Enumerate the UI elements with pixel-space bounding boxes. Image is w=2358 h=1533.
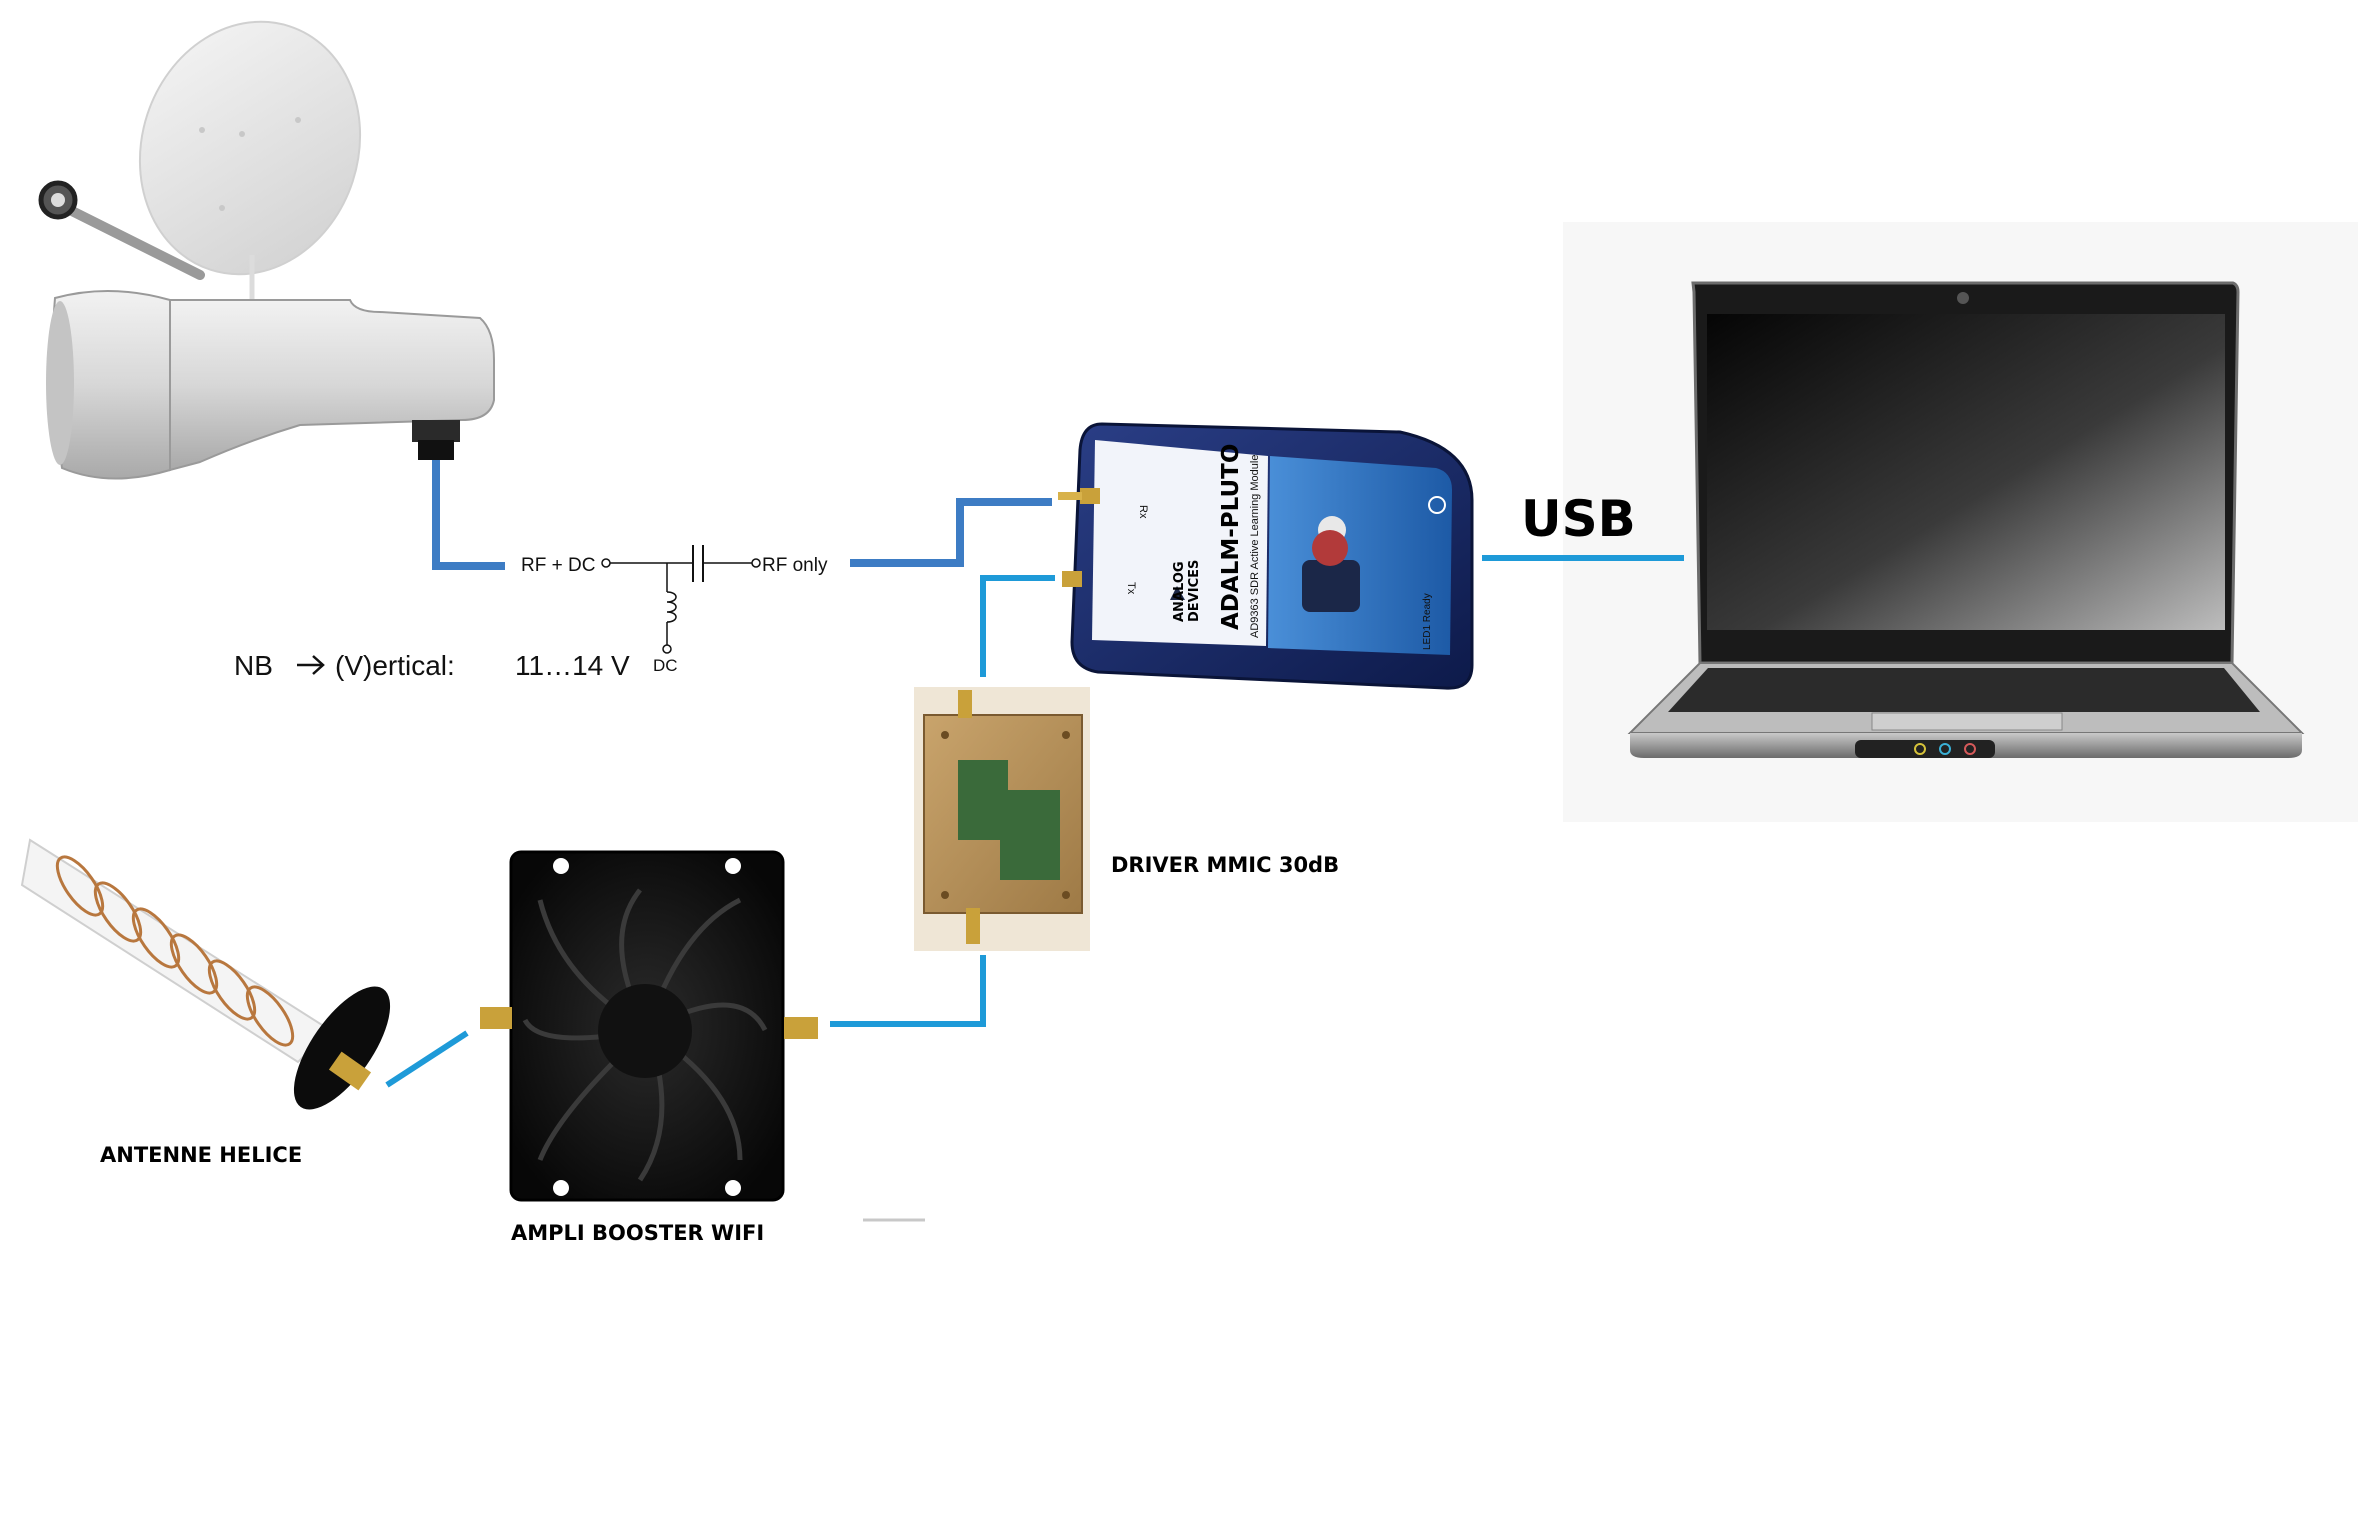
amplifier-label: AMPLI BOOSTER WIFI: [511, 1221, 764, 1245]
model-label: ADALM-PLUTO: [1218, 444, 1244, 630]
wire-bias-tee-to-rx: [850, 498, 1052, 567]
rx-label: Rx: [1137, 505, 1149, 519]
driver-label: DRIVER MMIC 30dB: [1111, 853, 1339, 877]
brand-line1: ANALOG: [1172, 561, 1187, 622]
tx-label: Tx: [1125, 582, 1137, 595]
rf-dc-label: RF + DC: [521, 555, 595, 576]
arrow-right-icon: [297, 655, 325, 675]
led-label: LED1 Ready: [1422, 593, 1433, 650]
voltage-range: 11…14 V: [515, 650, 630, 681]
wifi-booster-icon: [480, 850, 818, 1202]
polarization-note: NB (V)ertical: 11…14 V DC: [234, 650, 678, 681]
driver-board-icon: [914, 687, 1090, 951]
vertical-label: (V)ertical:: [335, 650, 455, 681]
adalm-pluto-icon: Rx Tx ANALOG DEVICES ADALM-PLUTO AD9363 …: [1058, 422, 1474, 690]
rf-only-label: RF only: [762, 555, 828, 576]
wire-driver-to-amp: [830, 955, 986, 1027]
lnb-icon: [46, 289, 495, 480]
inductor-symbol: [662, 563, 677, 654]
satellite-dish-icon: [38, 20, 362, 300]
terminal-rf-dc: [601, 558, 611, 568]
wire-tx-to-driver: [980, 575, 1055, 677]
usb-label: USB: [1521, 490, 1636, 548]
nb-label: NB: [234, 650, 273, 681]
rx-connector: [1080, 488, 1100, 504]
laptop-keyboard: [1668, 668, 2260, 712]
helix-antenna-icon: [20, 838, 391, 1110]
laptop-icon: [1627, 281, 2305, 758]
laptop-screen: [1707, 314, 2225, 630]
wires: [385, 458, 1684, 1222]
wire-amp-to-antenna: [385, 1030, 469, 1088]
antenna-label: ANTENNE HELICE: [100, 1143, 302, 1167]
voltage-subscript: DC: [653, 656, 678, 675]
bias-tee-schematic: RF + DC RF only: [521, 545, 828, 654]
terminal-rf-only: [751, 558, 761, 568]
wire-lnb-to-bias-tee: [432, 458, 505, 570]
capacitor-symbol: [692, 545, 704, 582]
pluto-subtitle: AD9363 SDR Active Learning Module: [1249, 455, 1261, 638]
tx-connector: [1062, 571, 1082, 587]
brand-line2: DEVICES: [1187, 560, 1202, 622]
